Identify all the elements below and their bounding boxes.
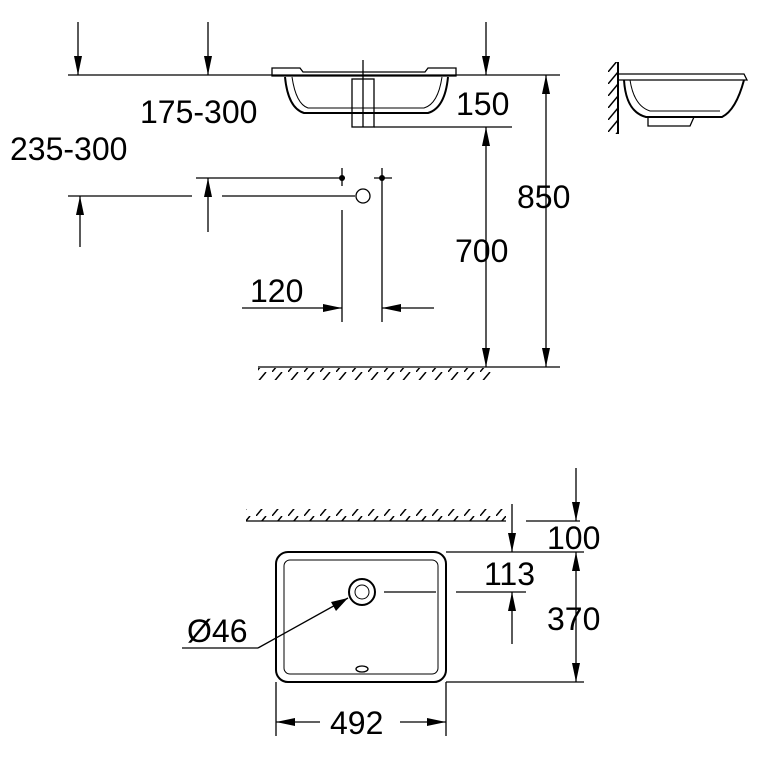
dimension-label-valve-height: 235-300 <box>10 131 127 167</box>
dimension-label-wall-gap: 100 <box>547 520 600 556</box>
side-view <box>604 62 749 134</box>
dimension-label-total-height: 850 <box>517 179 570 215</box>
dimension-rim-to-floor: 700 <box>455 127 508 367</box>
basin-plan <box>275 551 447 683</box>
valve-symbols <box>339 168 392 204</box>
wall-line <box>246 509 506 522</box>
dimension-label-basin-depth: 370 <box>547 601 600 637</box>
dimension-label-side-overhang: 175-300 <box>140 94 257 130</box>
dimension-drain-diameter: Ø46 <box>182 597 349 649</box>
dimension-basin-depth: 370 <box>446 552 600 683</box>
dimension-wall-gap: 100 <box>508 468 600 556</box>
dimension-label-valve-spacing: 120 <box>250 273 303 309</box>
dimension-label-drain-offset: 113 <box>484 556 535 592</box>
dimension-side-overhang: 175-300 <box>74 22 257 130</box>
floor-line <box>258 366 560 380</box>
dimension-label-basin-width: 492 <box>330 705 383 741</box>
dimension-label-rim-to-floor: 700 <box>455 233 508 269</box>
dimension-drain-depth: 150 <box>374 22 512 128</box>
dimension-basin-width: 492 <box>275 682 447 741</box>
dimension-total-height: 850 <box>517 75 570 367</box>
dimension-valve-spacing: 120 <box>242 186 434 322</box>
dimension-label-drain-depth: 150 <box>456 86 509 122</box>
plan-view: 100 113 370 Ø46 <box>182 468 600 741</box>
basin-section <box>271 60 457 128</box>
dimension-label-drain-diameter: Ø46 <box>187 613 247 649</box>
side-elevation: 175-300 150 700 850 235-300 <box>10 22 570 380</box>
dimension-valve-height: 235-300 <box>10 131 355 247</box>
dimension-drain-offset: 113 <box>384 551 584 644</box>
